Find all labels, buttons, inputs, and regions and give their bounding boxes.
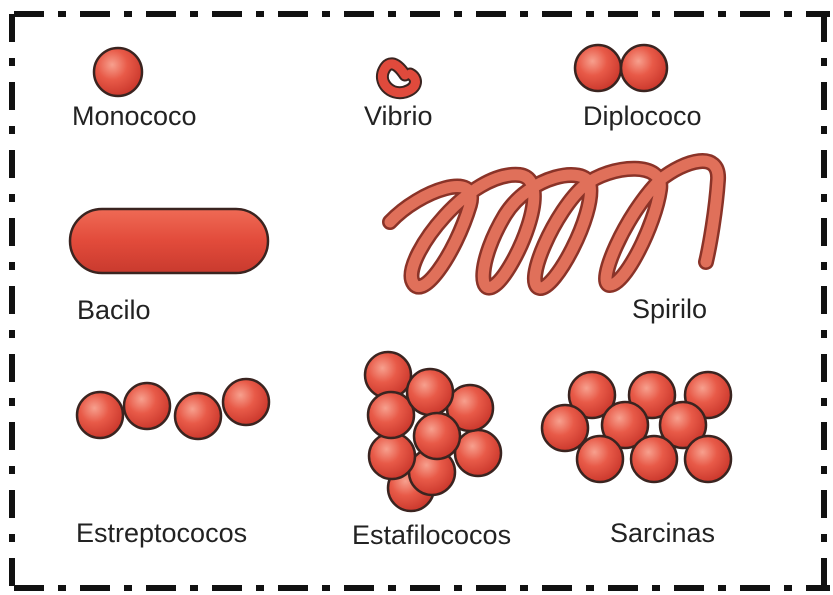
label-diplococo: Diplococo: [583, 103, 702, 130]
label-estafilococos: Estafilococos: [352, 522, 511, 549]
spirilo-spiral: [390, 161, 718, 288]
sarcinas-group: [542, 372, 731, 482]
label-bacilo: Bacilo: [77, 297, 151, 324]
label-monococo: Monococo: [72, 103, 197, 130]
estreptococos-chain: [77, 379, 269, 439]
monococo-cell: [94, 48, 142, 96]
label-sarcinas: Sarcinas: [610, 520, 715, 547]
bacilo-rod: [70, 209, 268, 273]
estafilococos-cluster: [365, 352, 501, 511]
diplococo-cells: [575, 45, 667, 91]
vibrio-shape: [382, 64, 415, 93]
label-vibrio: Vibrio: [364, 103, 433, 130]
label-estreptococos: Estreptococos: [76, 520, 247, 547]
label-spirilo: Spirilo: [632, 296, 707, 323]
